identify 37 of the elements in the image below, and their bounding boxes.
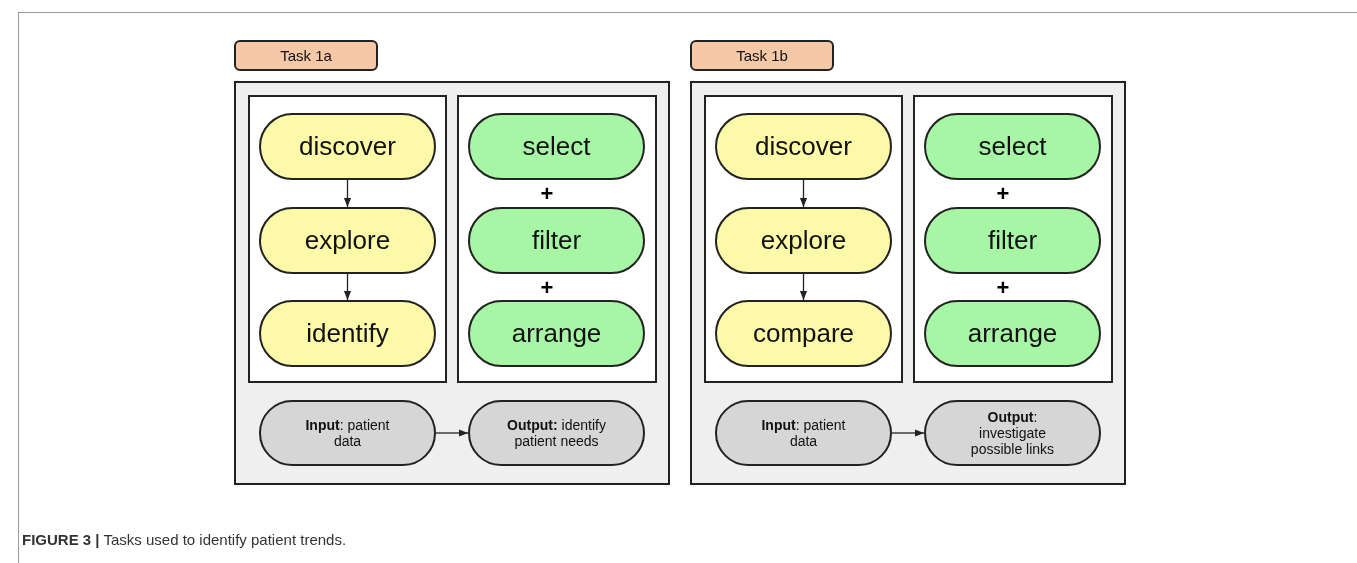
group-box — [248, 95, 447, 383]
node-text: compare — [751, 318, 856, 349]
node-text: Output: investigate possible links — [969, 408, 1056, 458]
task-panel — [690, 81, 1126, 485]
node-text: Input: patient data — [304, 416, 391, 450]
task-tag — [690, 40, 834, 71]
group-box — [913, 95, 1113, 383]
arrow — [435, 429, 469, 437]
task-panel — [234, 81, 670, 485]
node-text: Task 1b — [735, 46, 789, 65]
node-text: identify — [305, 318, 390, 349]
node-text: select — [521, 131, 592, 162]
node-text: explore — [303, 225, 392, 256]
node-text: discover — [754, 131, 853, 162]
plus-sign: + — [995, 278, 1011, 298]
plus-sign: + — [995, 184, 1011, 204]
node-text: explore — [759, 225, 848, 256]
plus-sign: + — [539, 278, 555, 298]
arrow — [343, 273, 352, 301]
arrow — [343, 179, 352, 208]
node-text: filter — [986, 225, 1039, 256]
arrow — [799, 179, 808, 208]
plus-sign: + — [539, 184, 555, 204]
node-text: select — [977, 131, 1048, 162]
arrow — [891, 429, 925, 437]
group-box — [457, 95, 657, 383]
node-text: arrange — [510, 318, 603, 349]
node-text: filter — [530, 225, 583, 256]
figure-caption: FIGURE 3 | Tasks used to identify patient trends. — [22, 531, 347, 548]
node-text: Input: patient data — [760, 416, 847, 450]
node-text: Output: identify patient needs — [506, 416, 607, 450]
task-tag — [234, 40, 378, 71]
node-text: arrange — [966, 318, 1059, 349]
group-box — [704, 95, 903, 383]
arrow — [799, 273, 808, 301]
node-text: Task 1a — [279, 46, 333, 65]
node-text: discover — [298, 131, 397, 162]
